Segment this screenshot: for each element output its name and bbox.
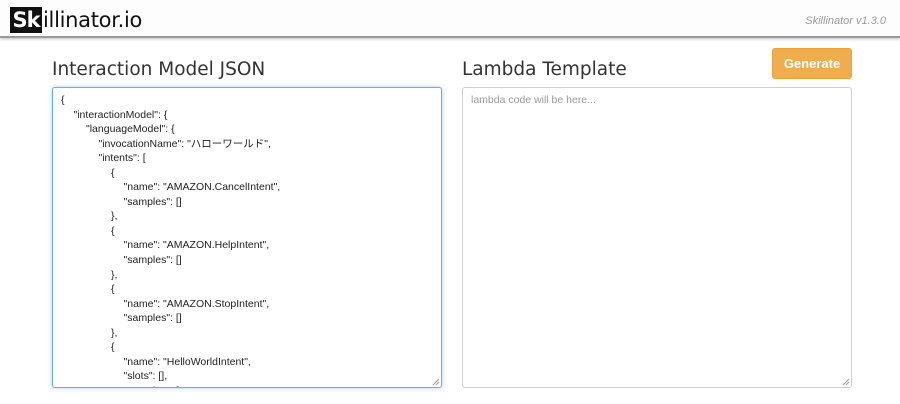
code-line: {	[111, 341, 115, 354]
lambda-template-textarea[interactable]: lambda code will be here...	[462, 87, 852, 388]
code-line: "name": "HelloWorldIntent",	[123, 355, 251, 368]
code-line: "name": "AMAZON.CancelIntent",	[123, 181, 281, 194]
interaction-model-title: Interaction Model JSON	[52, 59, 266, 80]
json-code: { "interactionModel": { "languageModel": {…	[53, 88, 441, 387]
code-line: {	[111, 224, 115, 237]
logo-text: illinator.io	[43, 8, 143, 32]
code-line: "samples": [	[61, 384, 441, 387]
code-line: "samples": []	[123, 254, 182, 267]
code-line: "name": "AMAZON.StopIntent",	[123, 297, 270, 310]
code-line: "samples": []	[123, 312, 182, 325]
code-line: "intents": [	[98, 152, 146, 165]
interaction-model-textarea[interactable]: { "interactionModel": { "languageModel": {…	[52, 87, 442, 388]
top-navbar: Sk illinator.io Skillinator v1.3.0	[0, 0, 900, 38]
code-line: "samples": []	[123, 195, 182, 208]
code-line: "name": "AMAZON.HelpIntent",	[123, 239, 270, 252]
code-line: {	[111, 166, 115, 179]
lambda-placeholder: lambda code will be here...	[471, 94, 596, 106]
code-line: },	[111, 326, 118, 339]
generate-button[interactable]: Generate	[772, 48, 852, 79]
code-line: "slots": [],	[123, 370, 168, 383]
code-line: },	[111, 268, 118, 281]
code-line: },	[111, 210, 118, 223]
code-line: {	[61, 94, 65, 106]
logo[interactable]: Sk illinator.io	[10, 6, 142, 34]
code-line: "interactionModel": {	[73, 108, 168, 121]
code-line: "invocationName": "ハローワールド",	[98, 137, 271, 150]
resize-handle-icon[interactable]	[842, 378, 850, 386]
logo-mark: Sk	[10, 7, 42, 33]
resize-handle-icon[interactable]	[432, 378, 440, 386]
code-line: "languageModel": {	[86, 123, 175, 136]
lambda-template-title: Lambda Template	[462, 59, 627, 80]
code-line: {	[111, 283, 115, 296]
version-label: Skillinator v1.3.0	[805, 15, 886, 27]
